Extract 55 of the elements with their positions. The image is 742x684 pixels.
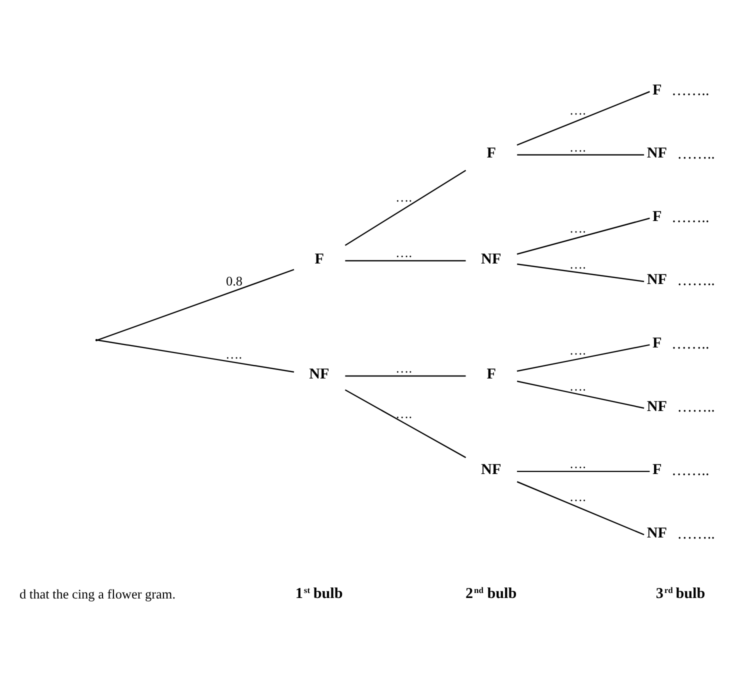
node-text: F	[486, 146, 496, 162]
node-text: NF	[646, 272, 668, 288]
node-text: NF	[309, 366, 330, 383]
edge-label: ….	[396, 360, 412, 376]
node-text: F	[652, 82, 662, 98]
connector	[516, 218, 650, 255]
connector	[516, 344, 650, 372]
node-label: ……..	[671, 210, 710, 226]
connector	[517, 154, 644, 156]
edge-label: ….	[569, 488, 586, 504]
edge-label: ….	[396, 189, 412, 204]
node-text: NF	[481, 251, 502, 268]
node-text: F	[314, 251, 324, 268]
edge-label: ….	[569, 256, 586, 272]
node-label: ……..	[677, 400, 715, 416]
node-text: F	[652, 335, 662, 352]
node-text: F	[652, 208, 662, 225]
connector	[97, 269, 294, 341]
edge-label: ….	[396, 245, 412, 260]
connector	[517, 264, 644, 282]
connector	[516, 380, 644, 409]
connector	[345, 260, 466, 262]
connector	[344, 170, 466, 246]
node-text: NF	[646, 146, 668, 162]
node-label: ……..	[671, 83, 710, 100]
node-text: NF	[646, 525, 668, 542]
node-text: NF	[646, 398, 668, 415]
connector	[345, 375, 466, 377]
edge-label: ….	[569, 342, 586, 358]
node-text: F	[652, 462, 662, 478]
connector	[516, 481, 644, 536]
node-label: ……..	[677, 526, 715, 542]
node-label: ……..	[677, 273, 715, 290]
connector	[344, 389, 466, 458]
label: 3$^{rd}$ bulb	[656, 584, 706, 602]
connector	[517, 470, 650, 472]
connector	[516, 91, 650, 146]
label: d that the cing a flower gram.	[20, 586, 176, 602]
node-label: ……..	[677, 146, 715, 163]
connector	[97, 340, 294, 373]
node-text: F	[486, 366, 496, 383]
edge-label: ….	[569, 102, 586, 118]
node-point	[95, 338, 98, 342]
edge-label: ….	[569, 378, 586, 394]
edge-label: 0.8	[226, 274, 242, 288]
node-label: ……..	[671, 336, 710, 352]
edge-label: ….	[396, 406, 412, 421]
edge-label: ….	[569, 220, 586, 236]
label: 1$^{st}$ bulb	[295, 584, 343, 602]
edge-label: ….	[569, 456, 586, 471]
edge-label: ….	[225, 346, 242, 362]
edge-label: ….	[569, 139, 586, 154]
node-text: NF	[481, 462, 502, 478]
node-label: ……..	[671, 463, 710, 480]
label: 2$^{nd}$ bulb	[465, 584, 517, 602]
